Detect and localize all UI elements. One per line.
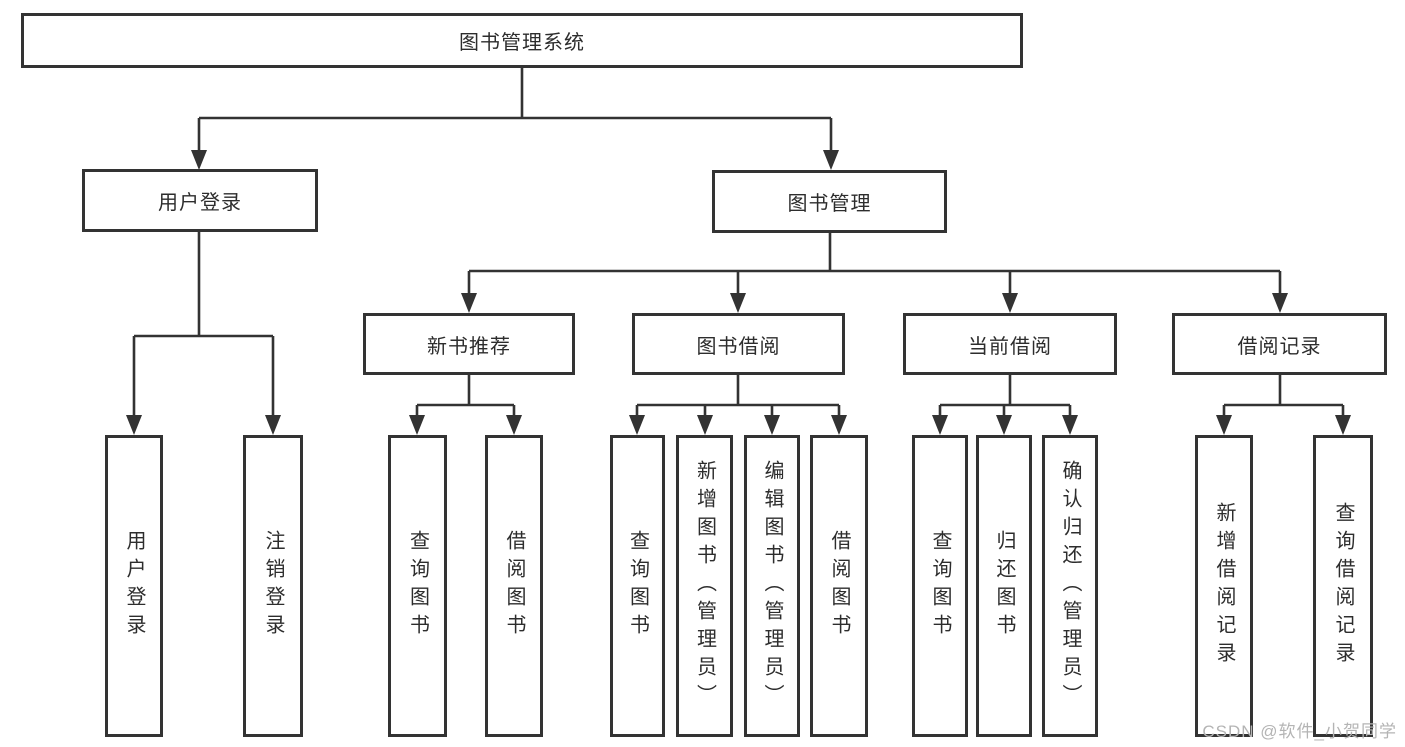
node-book-borrowing: 图书借阅: [632, 313, 845, 375]
leaf-query-books-borrowing: 查询图书: [610, 435, 665, 737]
leaf-add-books-admin: 新增图书（管理员）: [676, 435, 733, 737]
leaf-user-login: 用户登录: [105, 435, 163, 737]
leaf-borrow-books-recommend: 借阅图书: [485, 435, 543, 737]
node-root: 图书管理系统: [21, 13, 1023, 68]
node-new-book-recommendation: 新书推荐: [363, 313, 575, 375]
leaf-confirm-return-admin: 确认归还（管理员）: [1042, 435, 1098, 737]
node-user-login: 用户登录: [82, 169, 318, 232]
node-current-borrowing: 当前借阅: [903, 313, 1117, 375]
leaf-add-borrow-record: 新增借阅记录: [1195, 435, 1253, 737]
node-borrowing-records: 借阅记录: [1172, 313, 1387, 375]
leaf-edit-books-admin: 编辑图书（管理员）: [744, 435, 800, 737]
leaf-query-books-current: 查询图书: [912, 435, 968, 737]
watermark: CSDN @软件_小贺同学: [1202, 722, 1397, 741]
leaf-query-borrow-record: 查询借阅记录: [1313, 435, 1373, 737]
node-book-management: 图书管理: [712, 170, 947, 233]
leaf-borrow-books: 借阅图书: [810, 435, 868, 737]
leaf-logout: 注销登录: [243, 435, 303, 737]
leaf-query-books-recommend: 查询图书: [388, 435, 447, 737]
leaf-return-books: 归还图书: [976, 435, 1032, 737]
